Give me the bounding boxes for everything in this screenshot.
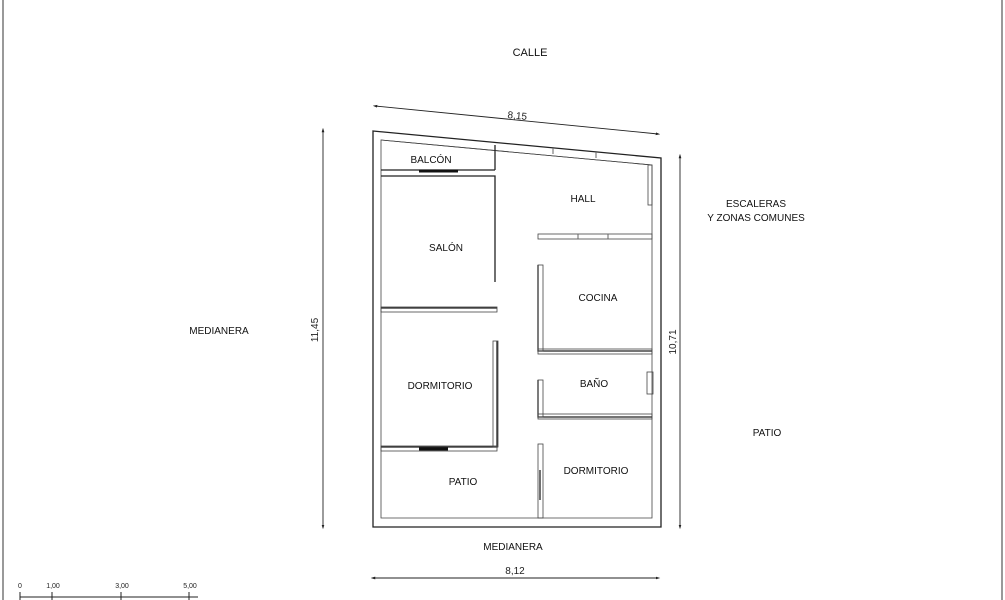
scale-tick-0: 0 (18, 583, 22, 590)
dimension-bottom-value: 8,12 (505, 566, 525, 577)
dimension-left-value: 11,45 (310, 317, 321, 342)
dimension-top-value: 8,15 (507, 110, 528, 123)
scale-tick-5: 5,00 (183, 583, 197, 590)
dimension-right-value: 10,71 (668, 329, 679, 354)
dimension-left: 11,45 (310, 127, 325, 530)
party-wall-bottom-label: MEDIANERA (483, 542, 543, 553)
dimension-top: 8,15 (372, 104, 661, 136)
scale-tick-1: 1,00 (46, 583, 60, 590)
room-label-patio: PATIO (449, 477, 478, 488)
cocina-walls (537, 264, 653, 355)
outside-patio-label: PATIO (753, 428, 782, 439)
room-label-balcon: BALCÓN (410, 153, 451, 166)
scale-bar: 0 1,00 3,00 5,00 (18, 583, 198, 600)
scale-tick-3: 3,00 (115, 583, 129, 590)
room-label-bano: BAÑO (580, 377, 609, 390)
salon-walls (380, 175, 498, 313)
room-label-hall: HALL (570, 194, 595, 205)
hall-walls (537, 148, 653, 240)
dimension-bottom: 8,12 (370, 566, 661, 580)
room-label-dormitorio-1: DORMITORIO (408, 381, 473, 392)
bano-walls (537, 371, 654, 420)
room-label-salon: SALÓN (429, 241, 463, 254)
room-label-cocina: COCINA (579, 293, 618, 304)
street-label: CALLE (513, 47, 548, 59)
dimension-right: 10,71 (668, 153, 682, 530)
balcony-walls (381, 145, 496, 173)
room-label-dormitorio-2: DORMITORIO (564, 466, 629, 477)
dormitorio-2-walls (537, 443, 544, 519)
stairs-label-line1: ESCALERAS (726, 199, 786, 210)
stairs-label-line2: Y ZONAS COMUNES (707, 213, 805, 224)
outer-walls (372, 130, 662, 528)
party-wall-left-label: MEDIANERA (189, 326, 249, 337)
dormitorio-1-walls (380, 340, 499, 452)
